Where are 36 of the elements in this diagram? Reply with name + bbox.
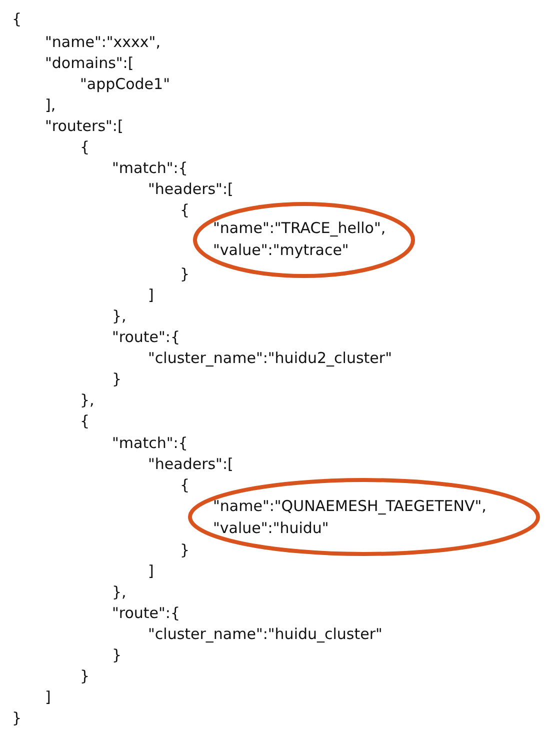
highlight-ellipse	[193, 202, 415, 278]
code-line: "name":"TRACE_hello",	[213, 219, 386, 237]
code-line: {	[80, 412, 90, 430]
code-line: "routers":[	[45, 117, 124, 135]
code-line: "headers":[	[148, 455, 234, 473]
code-line: ],	[45, 96, 56, 114]
code-line: "route":{	[112, 328, 180, 346]
code-line: ]	[45, 688, 51, 706]
code-line: "route":{	[112, 604, 180, 622]
code-line: }	[180, 541, 190, 559]
code-line: }	[112, 646, 122, 664]
code-line: "domains":[	[45, 54, 134, 72]
highlight-ellipse	[188, 478, 540, 556]
code-line: {	[180, 201, 190, 219]
code-line: }	[180, 265, 190, 283]
code-line: "cluster_name":"huidu_cluster"	[148, 625, 382, 643]
code-line: "match":{	[112, 434, 188, 452]
code-line: "value":"mytrace"	[213, 241, 349, 259]
code-line: },	[112, 307, 126, 325]
code-line: }	[112, 370, 122, 388]
code-line: {	[180, 476, 190, 494]
code-line: "name":"xxxx",	[45, 33, 160, 51]
code-line: }	[80, 667, 90, 685]
code-line: "name":"QUNAEMESH_TAEGETENV",	[213, 497, 486, 515]
code-line: "value":"huidu"	[213, 519, 329, 537]
code-line: "cluster_name":"huidu2_cluster"	[148, 349, 392, 367]
code-line: ]	[148, 562, 154, 580]
code-line: "appCode1"	[80, 75, 170, 93]
code-line: }	[12, 709, 22, 727]
code-line: {	[12, 10, 22, 28]
code-line: "headers":[	[148, 180, 234, 198]
code-line: {	[80, 138, 90, 156]
code-line: "match":{	[112, 159, 188, 177]
code-line: },	[80, 391, 94, 409]
code-line: },	[112, 583, 126, 601]
code-line: ]	[148, 286, 154, 304]
